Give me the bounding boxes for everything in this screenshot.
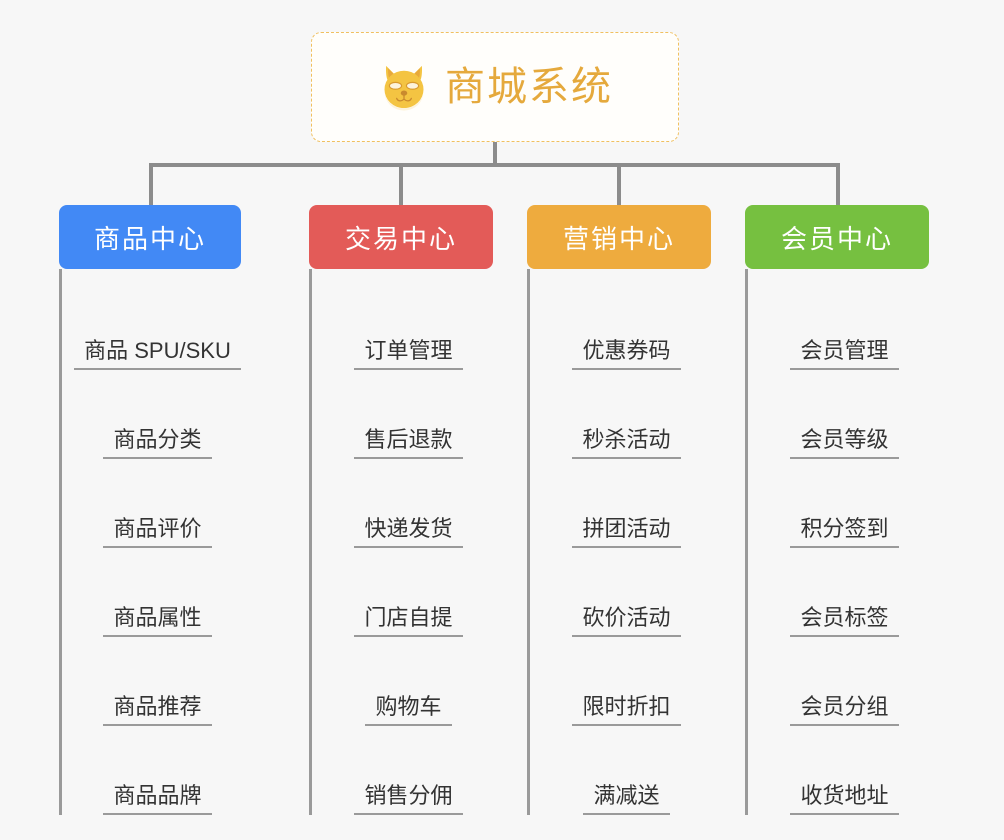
leaf-label: 商品分类 [103, 426, 212, 459]
list-item[interactable]: 售后退款 [324, 370, 493, 459]
connector-drop-2 [399, 163, 403, 205]
leaf-label: 砍价活动 [572, 604, 681, 637]
branch-column-2: 交易中心 订单管理 售后退款 快递发货 门店自提 购物车 销售分佣 [309, 205, 493, 815]
connector-drop-3 [617, 163, 621, 205]
leaf-label: 商品推荐 [103, 693, 212, 726]
leaf-label: 商品品牌 [103, 782, 212, 815]
leaf-label: 会员标签 [790, 604, 899, 637]
category-label-3: 营销中心 [562, 223, 675, 254]
leaf-list-4: 会员管理 会员等级 积分签到 会员标签 会员分组 收货地址 [745, 269, 929, 815]
leaf-label: 秒杀活动 [572, 426, 681, 459]
root-node-title: 商城系统 [445, 65, 613, 109]
leaf-label: 商品属性 [103, 604, 212, 637]
list-item[interactable]: 会员等级 [760, 370, 929, 459]
list-item[interactable]: 秒杀活动 [542, 370, 711, 459]
leaf-label: 会员分组 [790, 693, 899, 726]
list-item[interactable]: 商品推荐 [74, 637, 241, 726]
leaf-label: 订单管理 [354, 337, 463, 370]
leaf-label: 购物车 [365, 693, 452, 726]
list-item[interactable]: 门店自提 [324, 548, 493, 637]
list-item[interactable]: 限时折扣 [542, 637, 711, 726]
leaf-label: 门店自提 [354, 604, 463, 637]
list-item[interactable]: 商品属性 [74, 548, 241, 637]
branch-column-4: 会员中心 会员管理 会员等级 积分签到 会员标签 会员分组 收货地址 [745, 205, 929, 815]
leaf-label: 商品 SPU/SKU [74, 337, 241, 370]
leaf-label: 积分签到 [790, 515, 899, 548]
leaf-label: 拼团活动 [572, 515, 681, 548]
list-item[interactable]: 会员管理 [760, 281, 929, 370]
list-item[interactable]: 收货地址 [760, 726, 929, 815]
category-box-3[interactable]: 营销中心 [527, 205, 711, 269]
branch-column-1: 商品中心 商品 SPU/SKU 商品分类 商品评价 商品属性 商品推荐 商品品牌 [59, 205, 241, 815]
connector-drop-1 [149, 163, 153, 205]
leaf-list-3: 优惠券码 秒杀活动 拼团活动 砍价活动 限时折扣 满减送 [527, 269, 711, 815]
leaf-label: 收货地址 [790, 782, 899, 815]
category-box-1[interactable]: 商品中心 [59, 205, 241, 269]
leaf-list-1: 商品 SPU/SKU 商品分类 商品评价 商品属性 商品推荐 商品品牌 [59, 269, 241, 815]
list-item[interactable]: 优惠券码 [542, 281, 711, 370]
connector-horizontal-bus [149, 163, 840, 167]
leaf-label: 满减送 [583, 782, 670, 815]
category-label-1: 商品中心 [93, 223, 206, 254]
list-item[interactable]: 商品品牌 [74, 726, 241, 815]
leaf-label: 售后退款 [354, 426, 463, 459]
list-item[interactable]: 积分签到 [760, 459, 929, 548]
branch-column-3: 营销中心 优惠券码 秒杀活动 拼团活动 砍价活动 限时折扣 满减送 [527, 205, 711, 815]
connector-drop-4 [836, 163, 840, 205]
list-item[interactable]: 销售分佣 [324, 726, 493, 815]
shiba-dog-emoji-icon [384, 65, 424, 111]
leaf-label: 限时折扣 [572, 693, 681, 726]
list-item[interactable]: 商品评价 [74, 459, 241, 548]
root-node-mall-system[interactable]: 商城系统 [311, 32, 679, 142]
leaf-label: 快递发货 [354, 515, 463, 548]
list-item[interactable]: 购物车 [324, 637, 493, 726]
leaf-label: 会员管理 [790, 337, 899, 370]
list-item[interactable]: 会员分组 [760, 637, 929, 726]
list-item[interactable]: 满减送 [542, 726, 711, 815]
list-item[interactable]: 砍价活动 [542, 548, 711, 637]
list-item[interactable]: 商品分类 [74, 370, 241, 459]
leaf-label: 优惠券码 [572, 337, 681, 370]
category-box-4[interactable]: 会员中心 [745, 205, 929, 269]
category-box-2[interactable]: 交易中心 [309, 205, 493, 269]
leaf-label: 会员等级 [790, 426, 899, 459]
list-item[interactable]: 商品 SPU/SKU [74, 281, 241, 370]
connector-root-stem [493, 142, 497, 165]
list-item[interactable]: 会员标签 [760, 548, 929, 637]
leaf-label: 商品评价 [103, 515, 212, 548]
list-item[interactable]: 拼团活动 [542, 459, 711, 548]
category-label-4: 会员中心 [780, 223, 893, 254]
list-item[interactable]: 快递发货 [324, 459, 493, 548]
leaf-list-2: 订单管理 售后退款 快递发货 门店自提 购物车 销售分佣 [309, 269, 493, 815]
category-label-2: 交易中心 [344, 223, 457, 254]
leaf-label: 销售分佣 [354, 782, 463, 815]
list-item[interactable]: 订单管理 [324, 281, 493, 370]
